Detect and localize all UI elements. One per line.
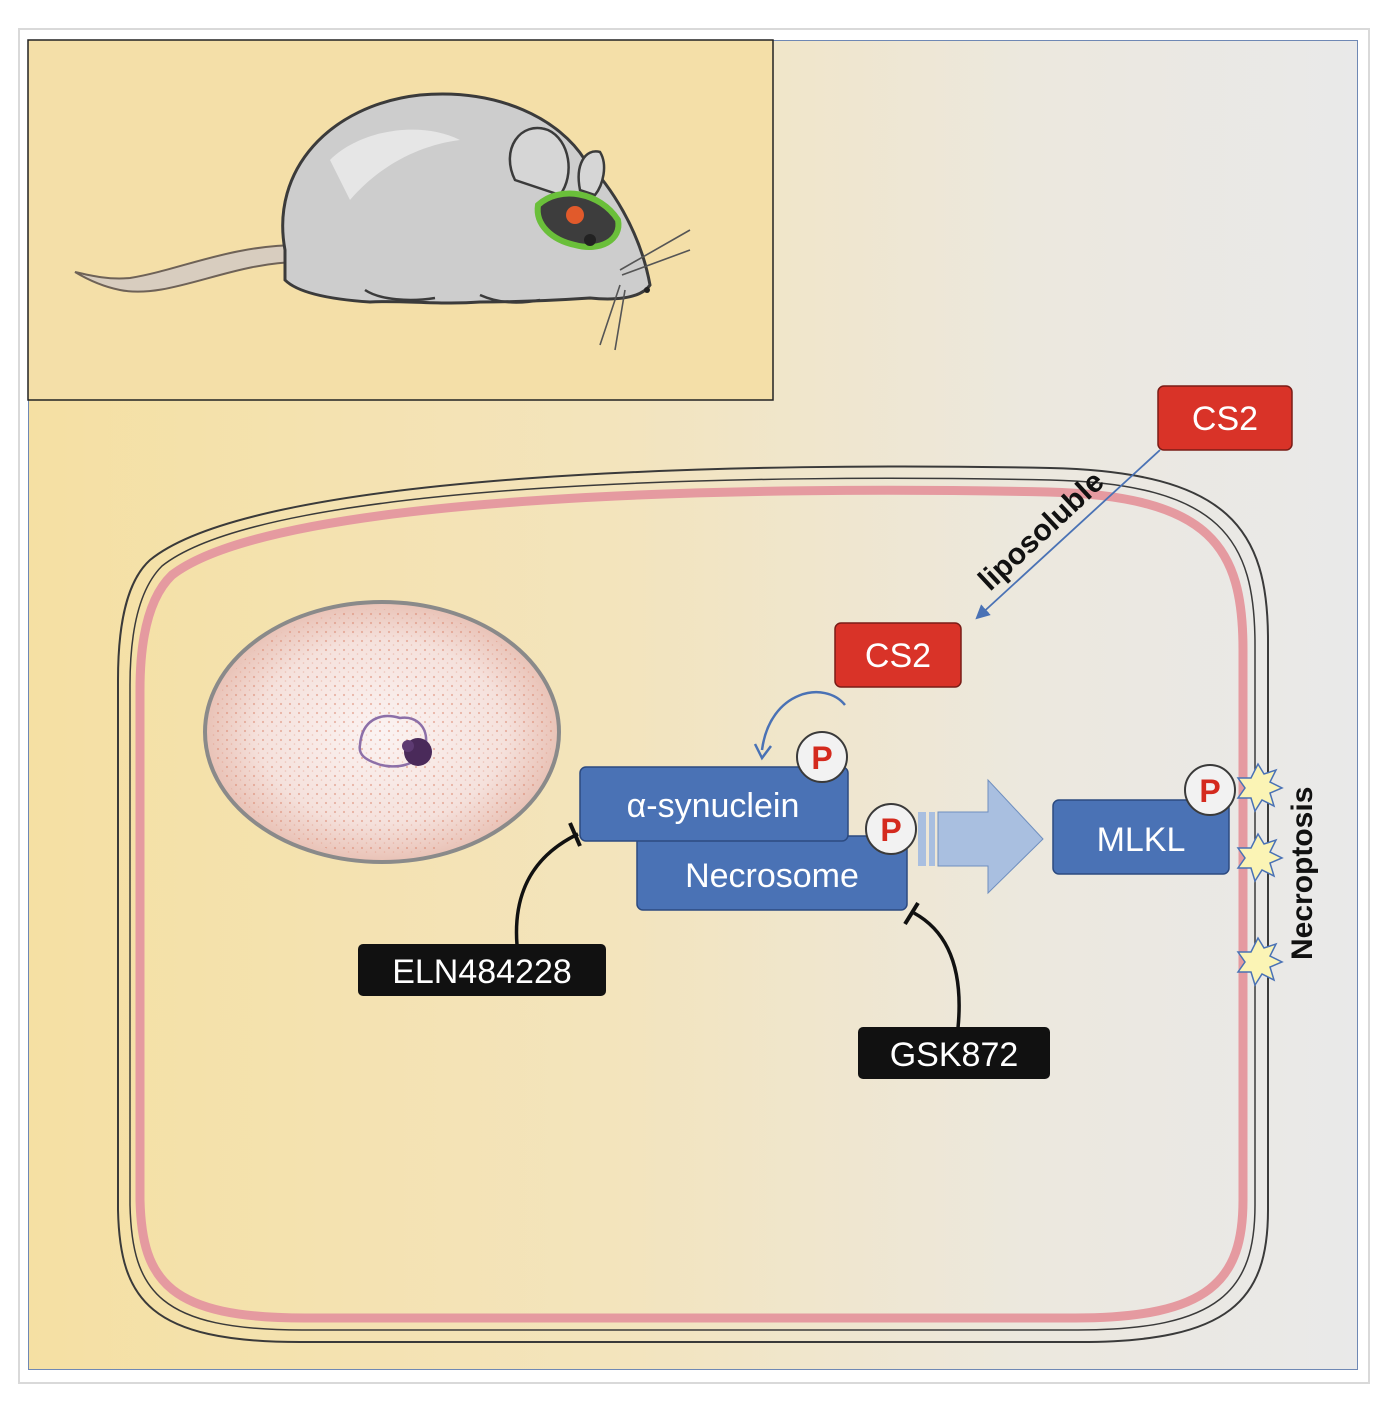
activation-block-arrow (918, 778, 1044, 895)
diffusion-arrow (975, 449, 1161, 620)
brain-lesion-marker (566, 206, 584, 224)
eln484228-label: ELN484228 (392, 953, 572, 991)
membrane-pore-burst-2 (1236, 832, 1284, 883)
outer-cell-wall (117, 465, 1269, 1343)
alpha-synuclein-label: α-synuclein (627, 787, 800, 825)
rat-illustration (74, 92, 691, 351)
membrane-pore-burst-3 (1236, 936, 1284, 987)
cs2-outside-box: CS2 (1157, 385, 1293, 451)
alpha-synuclein-box: α-synuclein (579, 766, 849, 842)
phospho-badge-synuclein: P (796, 731, 848, 783)
phosphorylation-curved-arrow (760, 691, 846, 751)
cs2-inside-box: CS2 (834, 622, 962, 688)
svg-text:P: P (811, 740, 832, 776)
phospho-badge-mlkl: P (1184, 764, 1236, 816)
inner-cell-wall (129, 477, 1256, 1331)
liposoluble-label: liposoluble (972, 465, 1110, 597)
necrosome-box: Necrosome (636, 835, 908, 911)
nucleus (203, 600, 561, 864)
rat-inset (27, 39, 774, 401)
gsk872-inhibitor: GSK872 (858, 901, 1050, 1079)
mlkl-box: MLKL (1052, 799, 1230, 875)
gsk872-label: GSK872 (890, 1036, 1019, 1074)
nucleolus (358, 714, 432, 768)
cell-membrane (135, 485, 1248, 1323)
cell (117, 465, 1269, 1343)
necrosome-label: Necrosome (685, 857, 859, 895)
svg-text:P: P (1199, 773, 1220, 809)
necroptosis-label: Necroptosis (1286, 787, 1319, 960)
mlkl-label: MLKL (1097, 821, 1186, 859)
membrane-pore-burst-1 (1236, 762, 1284, 813)
cs2-inside-label: CS2 (865, 637, 931, 675)
cs2-outside-label: CS2 (1192, 400, 1258, 438)
eln484228-inhibitor: ELN484228 (358, 822, 606, 996)
svg-text:P: P (880, 812, 901, 848)
phospho-badge-necrosome: P (865, 803, 917, 855)
